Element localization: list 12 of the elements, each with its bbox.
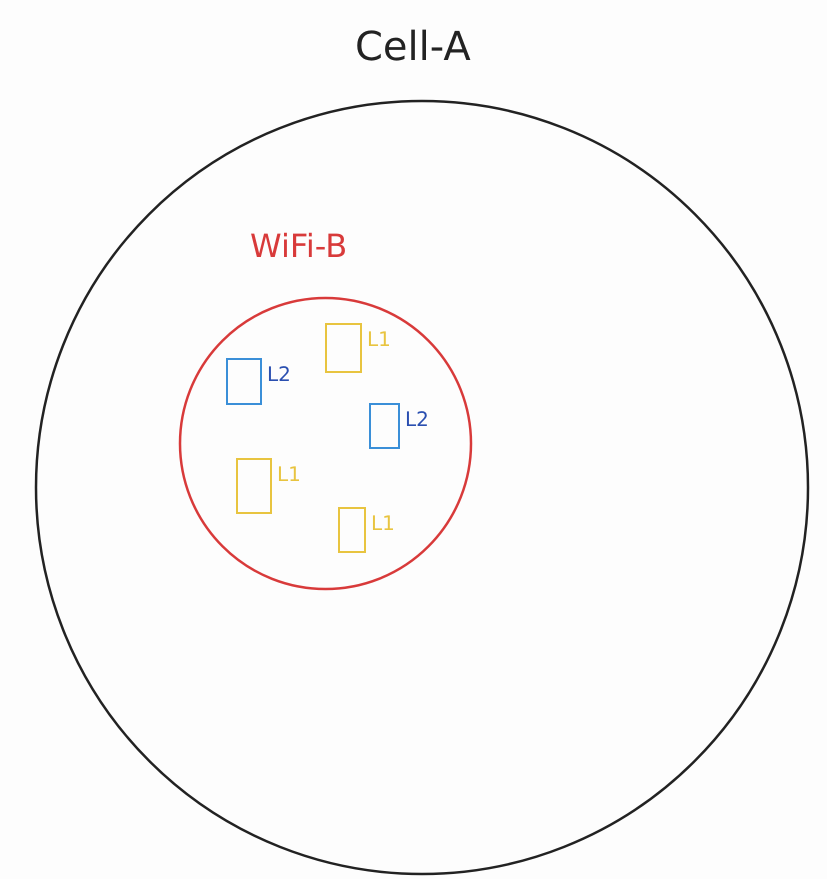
device-label: L1 (367, 327, 391, 351)
zone-title: WiFi-B (250, 228, 348, 264)
device-label: L1 (277, 462, 301, 486)
device-label: L2 (267, 362, 291, 386)
device-label: L2 (405, 407, 429, 431)
zone-title: Cell-A (355, 25, 471, 69)
device-box (369, 403, 400, 449)
device-box (236, 458, 272, 514)
device-label: L1 (371, 511, 395, 535)
device-box (325, 323, 362, 373)
device-box (226, 358, 262, 405)
device-box (338, 507, 366, 553)
